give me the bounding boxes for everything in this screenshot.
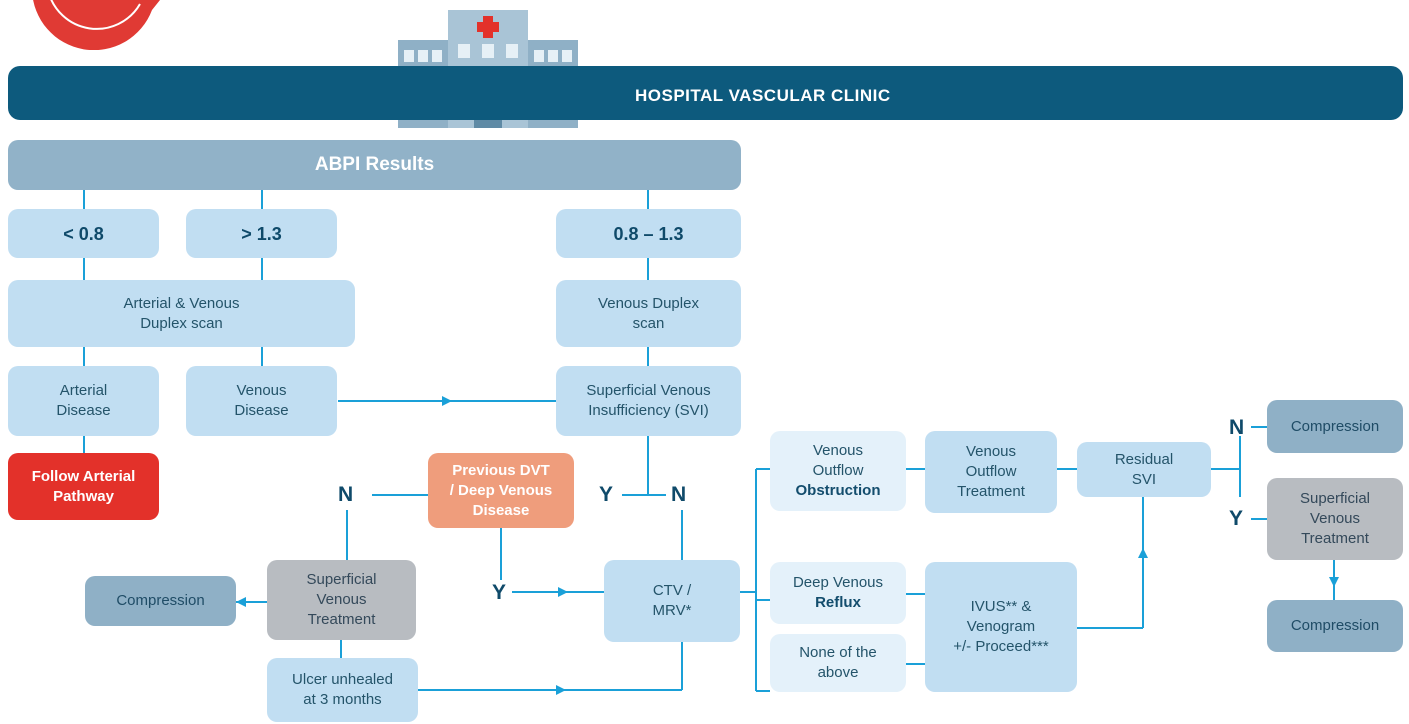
abpi-range-high: > 1.3	[186, 209, 337, 258]
no-label-svi: N	[671, 483, 687, 506]
yes-label-residual: Y	[1229, 507, 1244, 530]
ctv-mrv-imaging: CTV /MRV*	[604, 560, 740, 642]
red-badge-icon	[33, 0, 160, 50]
clinic-banner	[8, 66, 1403, 120]
compression-right-bottom: Compression	[1267, 600, 1403, 652]
abpi-range-normal: 0.8 – 1.3	[556, 209, 741, 258]
banner-title: HOSPITAL VASCULAR CLINIC	[635, 86, 891, 105]
ivus-venogram-proceed: IVUS** &Venogram+/- Proceed***	[925, 562, 1077, 692]
no-label-left: N	[338, 483, 354, 506]
yes-label-dvt: Y	[599, 483, 614, 506]
abpi-results-header: ABPI Results	[8, 140, 741, 190]
compression-left: Compression	[85, 576, 236, 626]
no-label-residual: N	[1229, 416, 1245, 439]
abpi-range-low: < 0.8	[8, 209, 159, 258]
yes-label-ctv: Y	[492, 581, 507, 604]
compression-right-top: Compression	[1267, 400, 1403, 453]
